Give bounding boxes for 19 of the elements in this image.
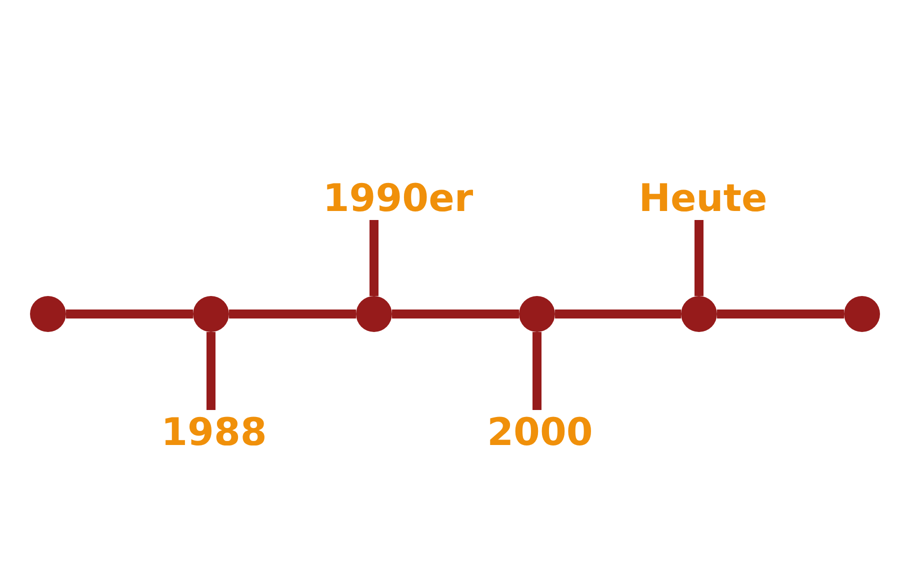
timeline-dot: [681, 296, 717, 332]
tick-line: [370, 220, 378, 296]
timeline-dot: [844, 296, 880, 332]
timeline-line: [66, 310, 193, 318]
tick-line: [206, 332, 216, 410]
timeline-line: [717, 310, 844, 318]
year-label: 2000: [470, 410, 610, 454]
timeline-line: [555, 310, 681, 318]
year-label: 1990er: [313, 176, 483, 220]
timeline-dot: [193, 296, 229, 332]
tick-line: [694, 220, 704, 296]
timeline-dot: [356, 296, 392, 332]
timeline-line: [229, 310, 356, 318]
year-label: 1988: [149, 410, 279, 454]
timeline-dot: [519, 296, 555, 332]
year-label: Heute: [628, 176, 778, 220]
timeline-dot: [30, 296, 66, 332]
tick-line: [532, 332, 542, 410]
timeline-line: [392, 310, 519, 318]
